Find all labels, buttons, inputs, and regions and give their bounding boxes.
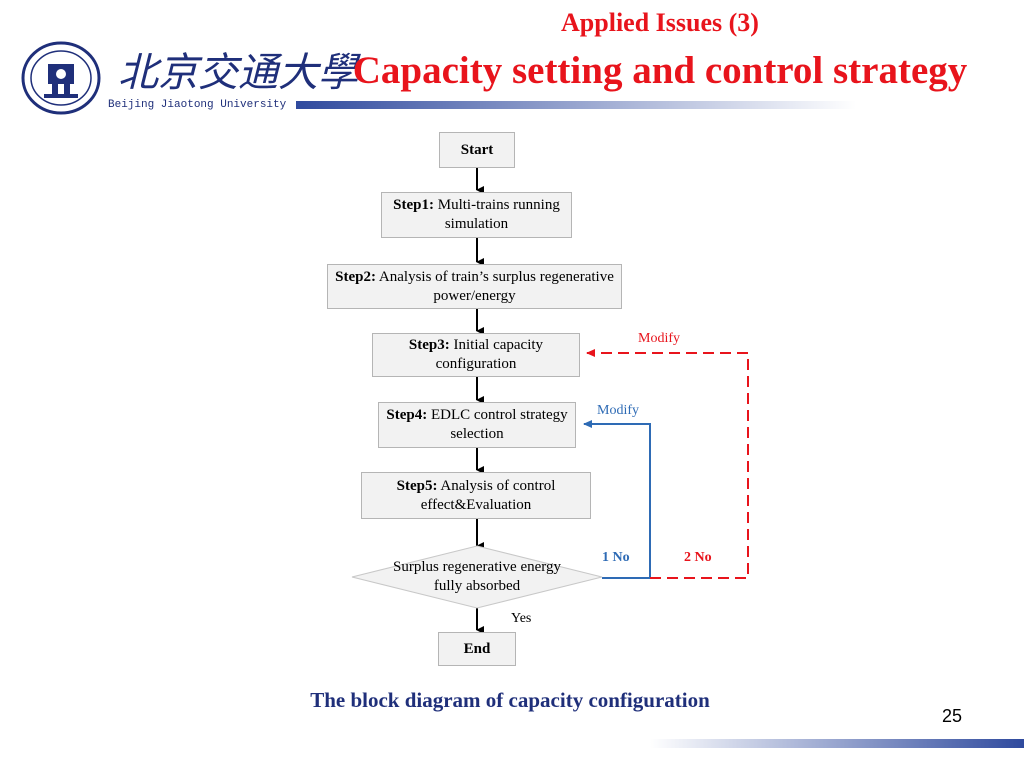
label-yes: Yes (511, 611, 532, 626)
step1-text: Multi-trains running simulation (434, 197, 560, 232)
node-step4: Step4: EDLC control strategy selection (378, 402, 576, 448)
step3-number: Step3: (408, 337, 450, 353)
step2-number: Step2: (335, 268, 376, 285)
label-no2: 2 No (684, 550, 712, 565)
header-gradient-bar (296, 101, 856, 109)
node-step3: Step3: Initial capacity configuration (372, 333, 580, 377)
step3-text: Initial capacity configuration (435, 337, 544, 372)
node-end-label: End (463, 640, 491, 657)
node-start: Start (439, 132, 515, 168)
label-modify-blue: Modify (597, 403, 639, 418)
label-modify-red: Modify (638, 331, 680, 346)
step5-text: Analysis of control effect&Evaluation (420, 477, 556, 513)
university-english-name: Beijing Jiaotong University (108, 99, 287, 111)
step5-number: Step5: (396, 477, 438, 494)
page-number: 25 (941, 706, 963, 726)
footer-gradient-bar (650, 739, 1024, 748)
step4-number: Step4: (386, 407, 428, 423)
decision-diamond (351, 545, 603, 609)
university-chinese-name: 北京交通大學 (118, 50, 358, 95)
university-seal-icon (21, 41, 101, 115)
label-no1: 1 No (602, 550, 630, 565)
figure-caption: The block diagram of capacity configurat… (310, 688, 710, 712)
loop-no1-to-step4 (583, 420, 651, 579)
decision-label: Surplus regenerative energy fully absorb… (393, 559, 561, 594)
slide-title: Capacity setting and control strategy (352, 49, 968, 92)
step2-text: Analysis of train’s surplus regenerative… (375, 268, 614, 304)
node-step2: Step2: Analysis of train’s surplus regen… (327, 264, 622, 309)
node-step5: Step5: Analysis of control effect&Evalua… (361, 472, 591, 519)
loop-no2-to-step3 (586, 349, 749, 579)
node-end: End (438, 632, 516, 666)
node-step1: Step1: Multi-trains running simulation (381, 192, 572, 238)
node-start-label: Start (460, 141, 494, 158)
step1-number: Step1: (393, 197, 434, 213)
step4-text: EDLC control strategy selection (427, 407, 568, 442)
slide-subtitle: Applied Issues (3) (561, 8, 759, 37)
